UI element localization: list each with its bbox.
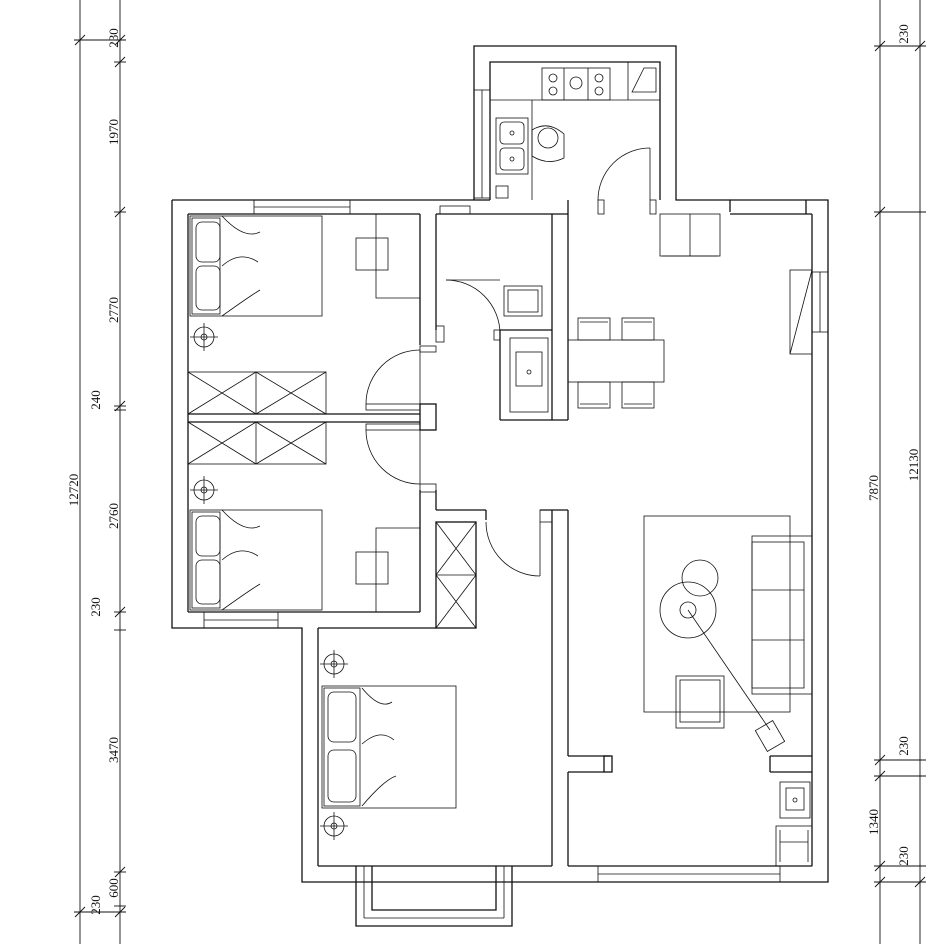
left-dim-1970: 1970 [106, 119, 121, 145]
right-dim-1340: 1340 [866, 809, 881, 835]
right-dim-230-top: 230 [896, 24, 911, 44]
walls [171, 45, 829, 927]
left-dim-230-mid: 230 [88, 597, 103, 617]
right-dim-7870: 7870 [866, 475, 881, 501]
left-dim-230-bottom: 230 [88, 895, 103, 915]
right-dim-230-bottom: 230 [896, 846, 911, 866]
bathroom-fixtures [503, 285, 549, 413]
bedroom-middle [187, 421, 477, 629]
dining-area [567, 213, 813, 409]
kitchen-fixtures [490, 62, 660, 200]
left-total-dimension: 12720 [66, 474, 81, 507]
left-dim-240: 240 [88, 390, 103, 410]
windows [203, 89, 829, 883]
left-dim-2760: 2760 [106, 503, 121, 529]
living-room [643, 515, 813, 867]
right-dim-230-mid: 230 [896, 736, 911, 756]
left-dim-230-top: 230 [106, 28, 121, 48]
left-dim-3470: 3470 [106, 737, 121, 763]
right-total-dimension: 12130 [906, 449, 921, 482]
bedroom-bottom [320, 650, 457, 840]
doors [365, 147, 657, 577]
left-dim-600: 600 [106, 878, 121, 898]
right-dimension-chain: 12130 230 7870 230 1340 230 [866, 0, 926, 944]
left-dim-2770: 2770 [106, 297, 121, 323]
bedroom-top [187, 214, 420, 415]
left-dimension-chain: 12720 230 1970 2770 240 2760 230 3470 60… [66, 0, 126, 944]
